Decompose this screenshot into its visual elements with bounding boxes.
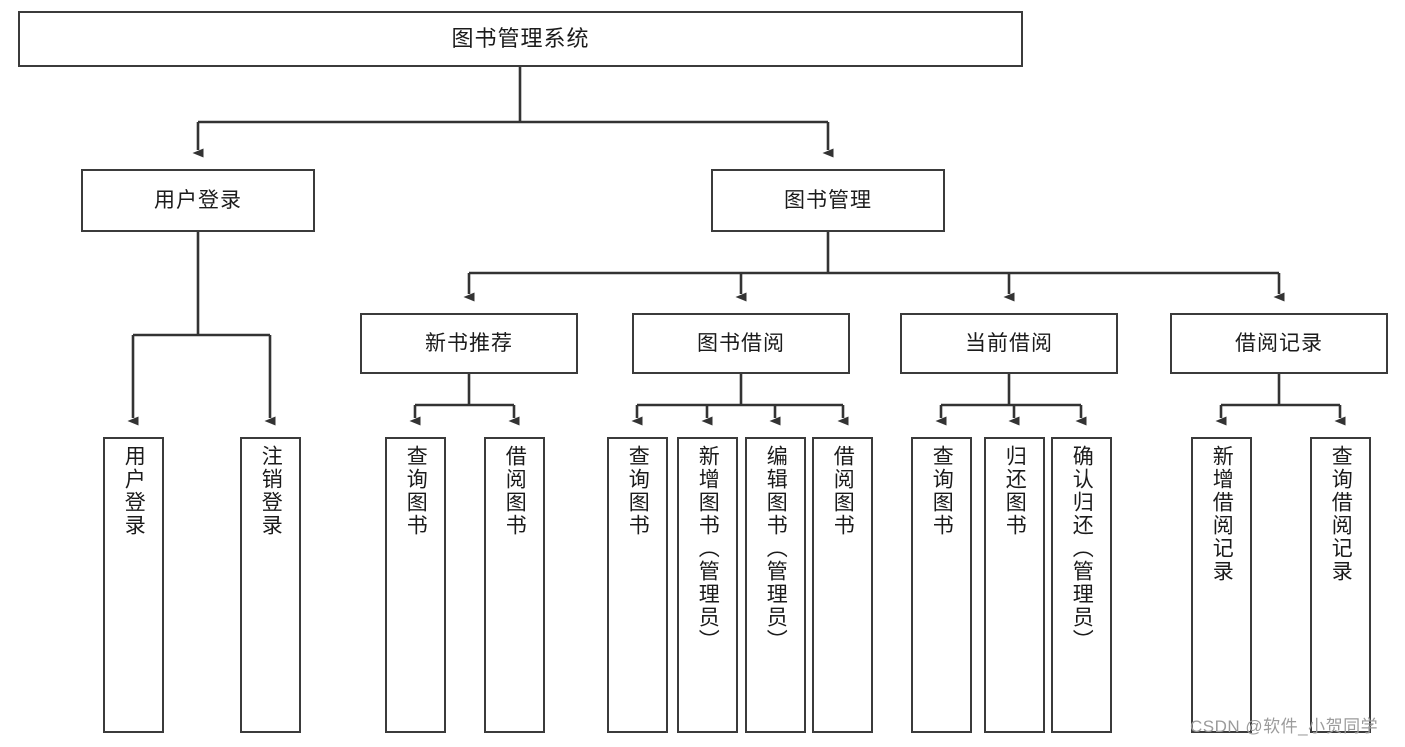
- node-current-borrow[interactable]: 当前借阅: [900, 313, 1118, 374]
- node-leaf-confirm-return-label: 确认归还（管理员）: [1070, 445, 1094, 652]
- node-user-login[interactable]: 用户登录: [81, 169, 315, 232]
- node-leaf-add-book-label: 新增图书（管理员）: [696, 445, 720, 652]
- node-leaf-confirm-return[interactable]: 确认归还（管理员）: [1051, 437, 1112, 733]
- node-book-borrow-label: 图书借阅: [697, 331, 785, 355]
- node-leaf-borrow-book-2[interactable]: 借阅图书: [812, 437, 873, 733]
- node-book-manage-label: 图书管理: [784, 188, 872, 212]
- node-book-borrow[interactable]: 图书借阅: [632, 313, 850, 374]
- node-leaf-user-login[interactable]: 用户登录: [103, 437, 164, 733]
- node-leaf-logout[interactable]: 注销登录: [240, 437, 301, 733]
- node-leaf-query-record[interactable]: 查询借阅记录: [1310, 437, 1371, 733]
- node-leaf-borrow-book-1-label: 借阅图书: [503, 445, 527, 537]
- node-leaf-query-book-1-label: 查询图书: [404, 445, 428, 537]
- node-leaf-return-book-label: 归还图书: [1003, 445, 1027, 537]
- node-leaf-return-book[interactable]: 归还图书: [984, 437, 1045, 733]
- node-leaf-user-login-label: 用户登录: [122, 445, 146, 537]
- node-leaf-query-book-3[interactable]: 查询图书: [911, 437, 972, 733]
- node-leaf-logout-label: 注销登录: [259, 445, 283, 537]
- node-leaf-edit-book-label: 编辑图书（管理员）: [764, 445, 788, 652]
- node-leaf-add-record[interactable]: 新增借阅记录: [1191, 437, 1252, 733]
- node-user-login-label: 用户登录: [154, 188, 242, 212]
- node-leaf-borrow-book-1[interactable]: 借阅图书: [484, 437, 545, 733]
- node-leaf-query-record-label: 查询借阅记录: [1329, 445, 1353, 583]
- node-leaf-add-book[interactable]: 新增图书（管理员）: [677, 437, 738, 733]
- node-leaf-query-book-2[interactable]: 查询图书: [607, 437, 668, 733]
- node-leaf-query-book-2-label: 查询图书: [626, 445, 650, 537]
- watermark: CSDN @软件_小贺同学: [1190, 717, 1379, 736]
- node-leaf-edit-book[interactable]: 编辑图书（管理员）: [745, 437, 806, 733]
- node-book-manage[interactable]: 图书管理: [711, 169, 945, 232]
- node-borrow-record[interactable]: 借阅记录: [1170, 313, 1388, 374]
- node-leaf-query-book-3-label: 查询图书: [930, 445, 954, 537]
- node-leaf-borrow-book-2-label: 借阅图书: [831, 445, 855, 537]
- node-root[interactable]: 图书管理系统: [18, 11, 1023, 67]
- node-leaf-query-book-1[interactable]: 查询图书: [385, 437, 446, 733]
- node-leaf-add-record-label: 新增借阅记录: [1210, 445, 1234, 583]
- node-borrow-record-label: 借阅记录: [1235, 331, 1323, 355]
- node-root-label: 图书管理系统: [451, 25, 590, 51]
- node-new-book-recommend-label: 新书推荐: [425, 331, 513, 355]
- node-current-borrow-label: 当前借阅: [965, 331, 1053, 355]
- node-new-book-recommend[interactable]: 新书推荐: [360, 313, 578, 374]
